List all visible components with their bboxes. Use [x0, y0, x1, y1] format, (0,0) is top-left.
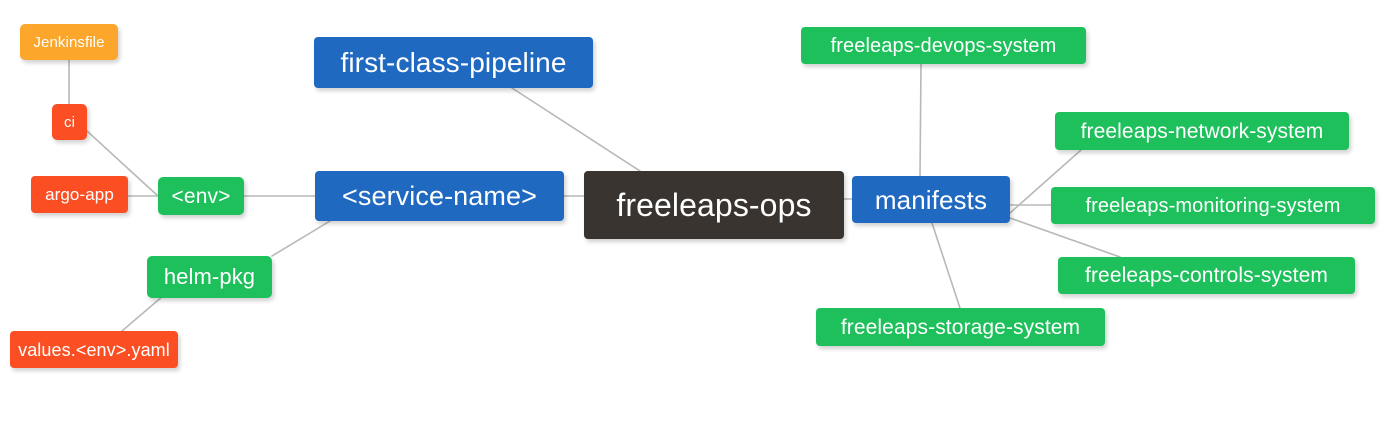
node-freeleaps-ops[interactable]: freeleaps-ops: [584, 171, 844, 239]
node-label-service-name: <service-name>: [342, 180, 537, 211]
node-label-freeleaps-devops-system: freeleaps-devops-system: [830, 34, 1057, 57]
node-label-freeleaps-monitoring-system: freeleaps-monitoring-system: [1085, 194, 1341, 217]
edge-service-name-to-helm-pkg: [271, 220, 331, 257]
node-ci[interactable]: ci: [52, 104, 87, 140]
node-label-freeleaps-storage-system: freeleaps-storage-system: [840, 315, 1081, 339]
node-freeleaps-controls-system[interactable]: freeleaps-controls-system: [1058, 257, 1355, 294]
node-label-freeleaps-controls-system: freeleaps-controls-system: [1085, 264, 1328, 287]
node-first-class-pipeline[interactable]: first-class-pipeline: [314, 37, 593, 88]
edge-manifests-to-freeleaps-devops-system: [919, 63, 922, 177]
node-service-name[interactable]: <service-name>: [315, 171, 564, 221]
edge-manifests-to-freeleaps-storage-system: [931, 222, 961, 309]
node-label-freeleaps-ops: freeleaps-ops: [616, 187, 812, 223]
node-jenkinsfile[interactable]: Jenkinsfile: [20, 24, 118, 60]
node-label-argo-app: argo-app: [45, 185, 114, 204]
node-label-manifests: manifests: [874, 184, 988, 215]
node-freeleaps-network-system[interactable]: freeleaps-network-system: [1055, 112, 1349, 150]
edge-first-class-pipeline-to-freeleaps-ops: [511, 87, 641, 172]
node-freeleaps-monitoring-system[interactable]: freeleaps-monitoring-system: [1051, 187, 1375, 224]
node-manifests[interactable]: manifests: [852, 176, 1010, 223]
node-label-freeleaps-network-system: freeleaps-network-system: [1080, 119, 1324, 143]
node-label-env: <env>: [171, 184, 231, 208]
node-argo-app[interactable]: argo-app: [31, 176, 128, 213]
node-label-first-class-pipeline: first-class-pipeline: [340, 46, 567, 78]
node-label-ci: ci: [63, 113, 76, 131]
node-label-helm-pkg: helm-pkg: [163, 264, 256, 289]
node-freeleaps-devops-system[interactable]: freeleaps-devops-system: [801, 27, 1086, 64]
node-env[interactable]: <env>: [158, 177, 244, 215]
node-values-yaml[interactable]: values.<env>.yaml: [10, 331, 178, 368]
node-freeleaps-storage-system[interactable]: freeleaps-storage-system: [816, 308, 1105, 346]
node-label-jenkinsfile: Jenkinsfile: [33, 33, 105, 51]
node-label-values-yaml: values.<env>.yaml: [18, 339, 170, 360]
node-helm-pkg[interactable]: helm-pkg: [147, 256, 272, 298]
